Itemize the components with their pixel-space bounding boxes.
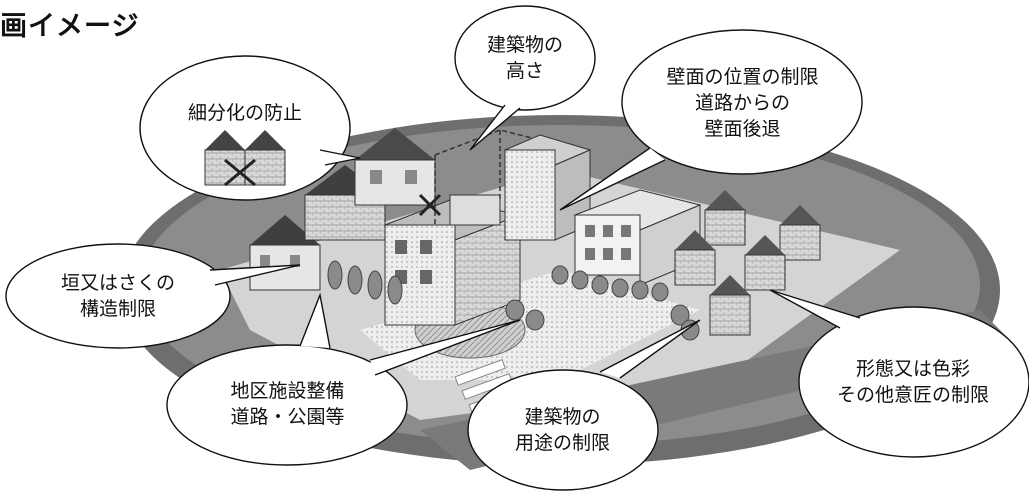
building-center (383, 129, 561, 326)
subdivision-houses-icon (204, 130, 286, 187)
building-apartment (573, 189, 702, 286)
callout-wall-position-limit: 壁面の位置の制限 道路からの 壁面後退 (666, 66, 819, 140)
houses-right (674, 190, 821, 336)
callout-shapes (5, 5, 1029, 491)
callout-building-use-limit: 建築物の 用途の制限 (514, 406, 610, 454)
houses-left (249, 128, 436, 291)
callout-district-facilities: 地区施設整備 道路・公園等 (230, 380, 345, 428)
trees (327, 260, 700, 341)
page-title: 画イメージ (0, 11, 140, 42)
callout-form-color-limit: 形態又は色彩 その他意匠の制限 (836, 358, 989, 406)
callout-building-height: 建築物の 高さ (486, 34, 563, 82)
callout-fence-structure-limit: 垣又はさくの 構造制限 (60, 272, 175, 320)
callout-subdivision-prevention: 細分化の防止 (187, 102, 302, 124)
